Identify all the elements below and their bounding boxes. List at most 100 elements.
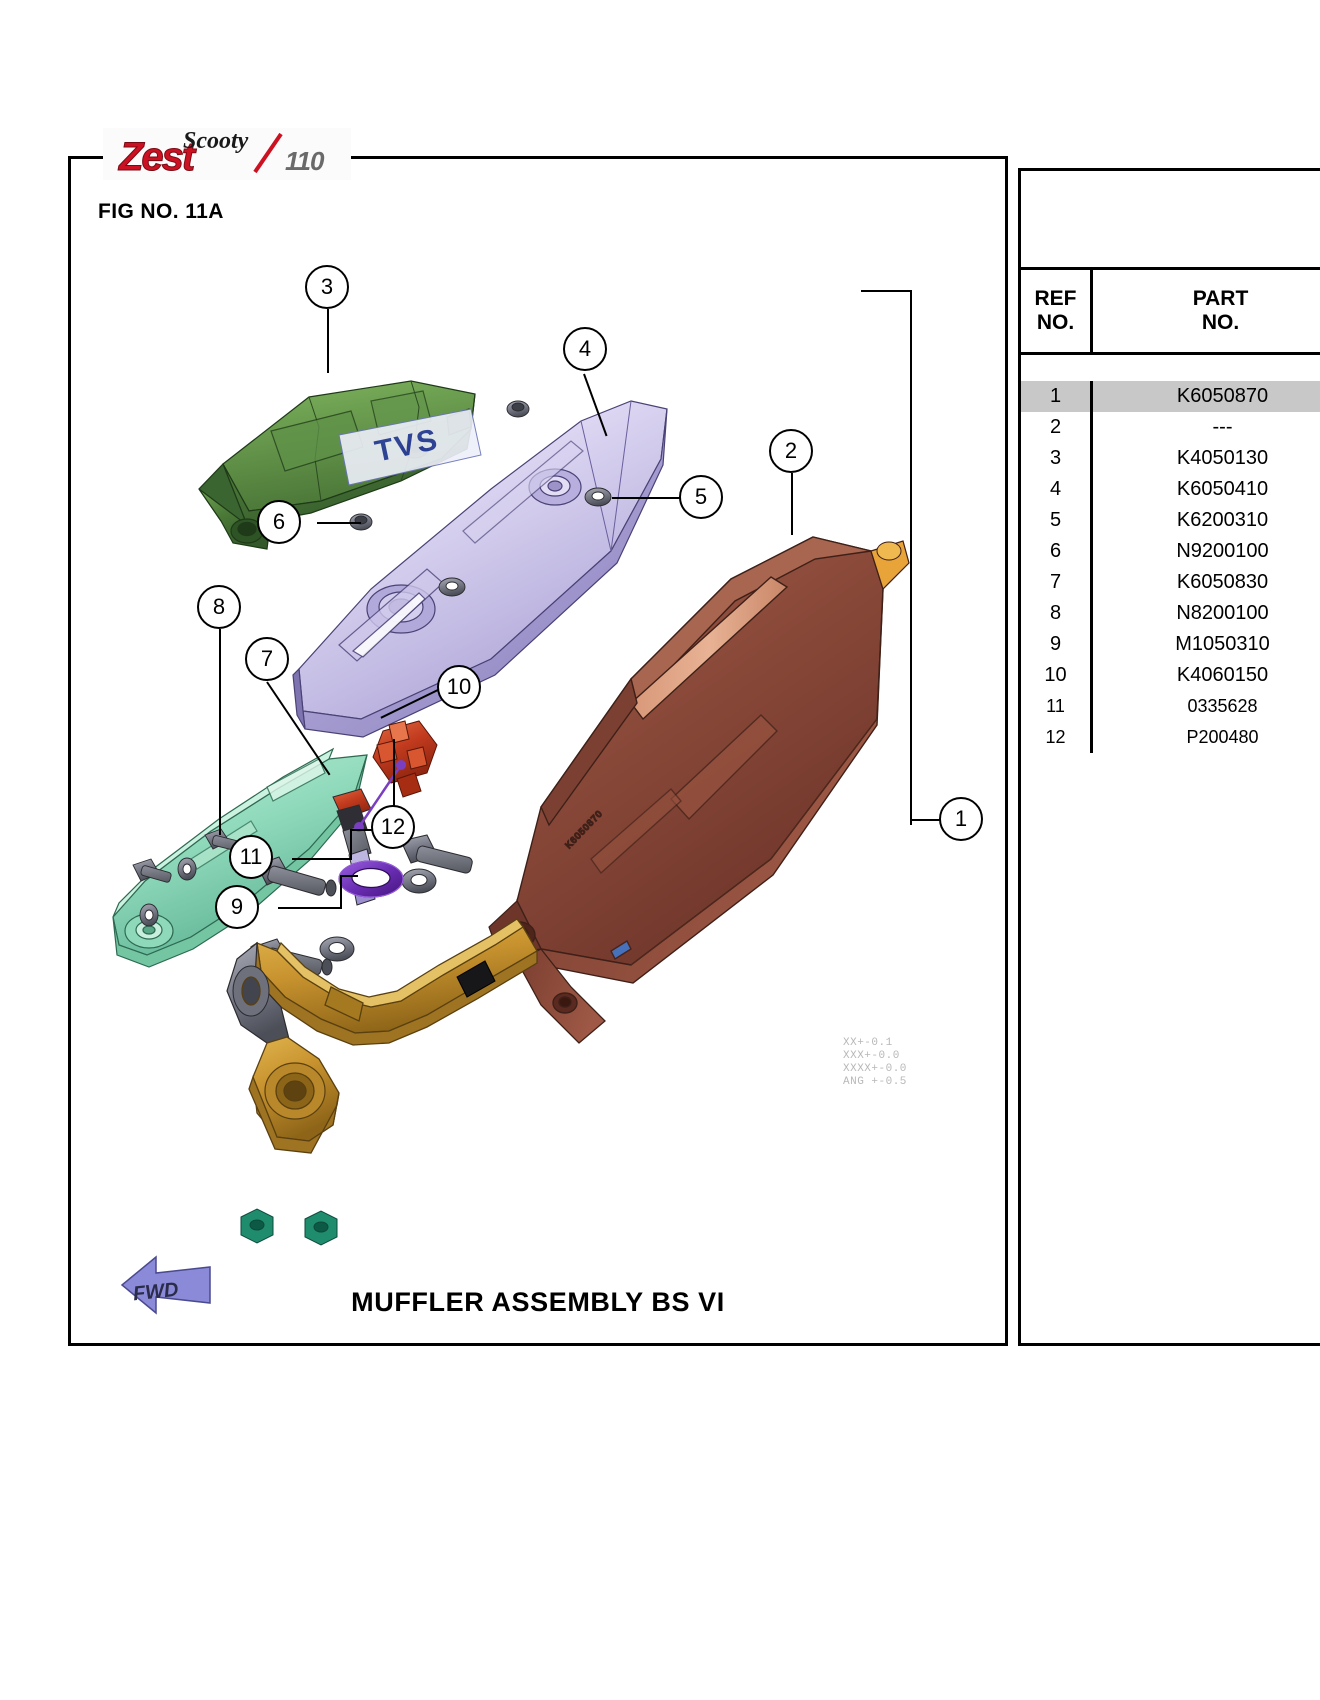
column-header-ref-no: REF NO. (1021, 270, 1093, 352)
cell-ref-no: 12 (1021, 722, 1093, 753)
table-row[interactable]: 6 N9200100 (1021, 536, 1320, 567)
cell-part-no: K4050130 (1176, 447, 1269, 469)
part-4-body-shield (292, 400, 668, 738)
logo-110-text: 110 (285, 146, 325, 176)
leader-line-1 (911, 819, 961, 821)
leader-line-11-v (350, 829, 352, 860)
cell-ref-no: 3 (1021, 443, 1093, 474)
part-10-injector (372, 720, 438, 798)
part-6-fastener-upper (506, 400, 530, 418)
callout-3[interactable]: 3 (305, 265, 349, 309)
leader-line-9-h2 (340, 875, 358, 877)
part-12-bolt-c (400, 834, 473, 874)
cell-part-no: 0335628 (1187, 696, 1258, 716)
logo-scooty-text: Scooty (183, 128, 249, 154)
leader-line-9-v (340, 875, 342, 909)
leader-line-6 (317, 522, 361, 524)
parts-table-rows: 1 K6050870 2 --- 3 K4050130 4 K6050410 5 K6200310… (1021, 355, 1320, 753)
callout-7[interactable]: 7 (245, 637, 289, 681)
callout-2[interactable]: 2 (769, 429, 813, 473)
fig-number-label: FIG NO. 11A (98, 200, 224, 223)
callout-4[interactable]: 4 (563, 327, 607, 371)
table-row[interactable]: 1 K6050870 (1021, 381, 1320, 412)
table-row[interactable]: 8 N8200100 (1021, 598, 1320, 629)
table-row[interactable]: 4 K6050410 (1021, 474, 1320, 505)
table-row[interactable]: 12 P200480 (1021, 722, 1320, 753)
table-row[interactable]: 3 K4050130 (1021, 443, 1320, 474)
callout-5[interactable]: 5 (679, 475, 723, 519)
part-8-washer-b (139, 903, 159, 927)
scooty-zest-logo: Zest Scooty 110 (103, 128, 351, 180)
cell-part-no: M1050310 (1175, 633, 1270, 655)
leader-line-5 (612, 497, 680, 499)
tolerance-note: XX+-0.1 XXX+-0.0 XXXX+-0.0 ANG +-0.5 (843, 1037, 907, 1088)
cell-part-no: K6050410 (1176, 478, 1269, 500)
table-row[interactable]: 5 K6200310 (1021, 505, 1320, 536)
leader-line-12-v (393, 739, 395, 809)
table-row[interactable]: 2 --- (1021, 412, 1320, 443)
logo-zest-text: Zest (118, 135, 197, 179)
cell-part-no: K6200310 (1176, 509, 1269, 531)
flange-nut-a (240, 1208, 274, 1244)
callout-6[interactable]: 6 (257, 500, 301, 544)
part-head-line2: NO. (1201, 311, 1240, 334)
cell-ref-no: 4 (1021, 474, 1093, 505)
leader-line-9-h1 (278, 907, 342, 909)
part-5-washer (584, 487, 612, 507)
cell-ref-no: 5 (1021, 505, 1093, 536)
part-10-node-a (396, 760, 406, 770)
part-8-bolt-b (132, 858, 172, 883)
flange-nut-b (304, 1210, 338, 1246)
part-head-line1: PART (1192, 287, 1249, 310)
callout-8[interactable]: 8 (197, 585, 241, 629)
leader-line-3 (327, 309, 329, 373)
cell-ref-no: 11 (1021, 691, 1093, 722)
part-11-washer-b (319, 936, 355, 962)
drawing-title: MUFFLER ASSEMBLY BS VI (351, 1287, 725, 1317)
cell-ref-no: 10 (1021, 660, 1093, 691)
part-1-exhaust-pipe (226, 918, 538, 1154)
callout-10[interactable]: 10 (437, 665, 481, 709)
table-row[interactable]: 9 M1050310 (1021, 629, 1320, 660)
parts-table-panel: REF NO. PART NO. 1 K6050870 2 --- 3 K4050130 4… (1018, 168, 1320, 1346)
cell-ref-no: 6 (1021, 536, 1093, 567)
cell-part-no: P200480 (1186, 727, 1259, 747)
table-row[interactable]: 10 K4060150 (1021, 660, 1320, 691)
item-1-extent-bracket (861, 290, 912, 825)
tvs-emblem-decal: TVS (338, 408, 482, 486)
cell-ref-no: 2 (1021, 412, 1093, 443)
table-row[interactable]: 11 0335628 (1021, 691, 1320, 722)
ref-head-line2: NO. (1036, 311, 1075, 334)
cell-part-no: --- (1212, 416, 1233, 438)
cell-part-no: K6050870 (1176, 385, 1269, 407)
part-5-washer-2 (438, 577, 466, 597)
leader-line-8 (219, 629, 221, 835)
part-8-washer-a (177, 857, 197, 881)
table-column-headers: REF NO. PART NO. (1021, 270, 1320, 355)
ref-head-line1: REF (1034, 287, 1077, 310)
cell-ref-no: 7 (1021, 567, 1093, 598)
cell-part-no: K6050830 (1176, 571, 1269, 593)
part-9-gasket-ring (338, 860, 404, 898)
drawing-panel: TVS (68, 156, 1008, 1346)
cell-ref-no: 8 (1021, 598, 1093, 629)
part-2-muffler-body: K6050870 (488, 536, 910, 1044)
callout-1[interactable]: 1 (939, 797, 983, 841)
table-spacer-row (1021, 355, 1320, 381)
callout-9[interactable]: 9 (215, 885, 259, 929)
cell-ref-no: 1 (1021, 381, 1093, 412)
part-11-washer-a (401, 868, 437, 894)
column-header-part-no: PART NO. (1093, 270, 1320, 352)
callout-11[interactable]: 11 (229, 835, 273, 879)
fwd-direction-arrow (120, 1255, 211, 1315)
leader-line-11-h1 (292, 858, 352, 860)
cell-part-no: N9200100 (1176, 540, 1269, 562)
cell-part-no: K4060150 (1176, 664, 1269, 686)
callout-12[interactable]: 12 (371, 805, 415, 849)
leader-line-2 (791, 473, 793, 535)
cell-part-no: N8200100 (1176, 602, 1269, 624)
table-row[interactable]: 7 K6050830 (1021, 567, 1320, 598)
exploded-assembly-illustration: TVS (112, 290, 912, 1246)
cell-ref-no: 9 (1021, 629, 1093, 660)
